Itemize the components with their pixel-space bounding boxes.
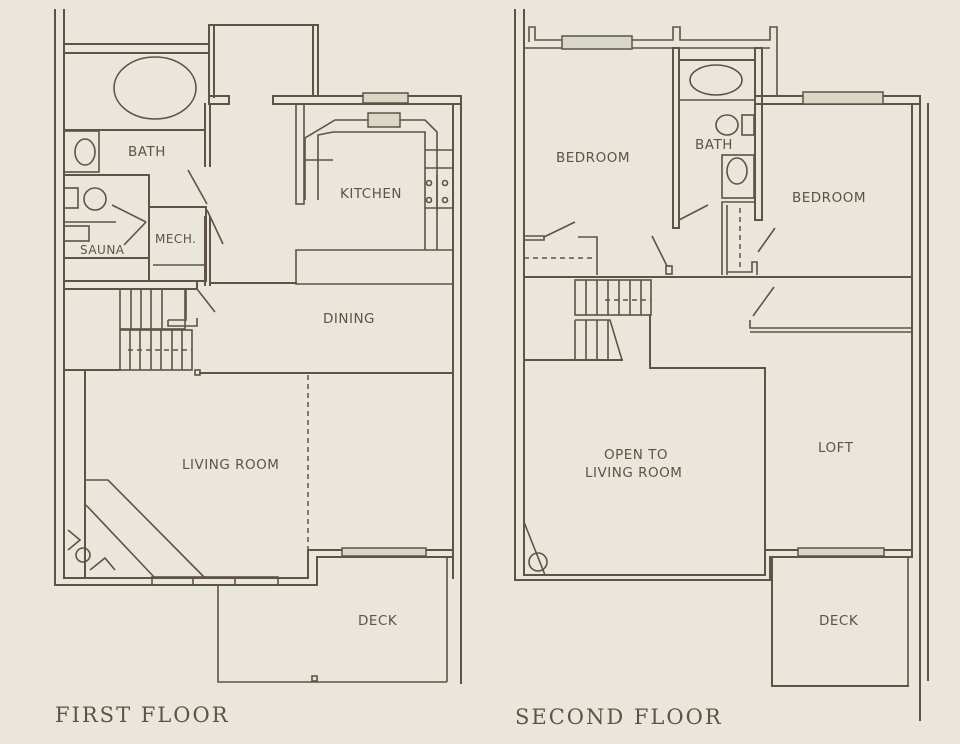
room-label-living-room: LIVING ROOM	[182, 457, 280, 473]
room-label-mech: MECH.	[155, 232, 197, 246]
room-label-open-to-living-2: LIVING ROOM	[585, 465, 683, 481]
room-label-deck-first: DECK	[358, 613, 398, 629]
room-label-loft: LOFT	[818, 440, 854, 456]
first-floor-title: FIRST FLOOR	[55, 703, 230, 727]
room-label-bedroom-right: BEDROOM	[792, 190, 866, 206]
room-label-bath: BATH	[128, 144, 166, 160]
room-label-dining: DINING	[323, 311, 376, 327]
room-label-open-to-living-1: OPEN TO	[604, 447, 669, 463]
second-floor-title: SECOND FLOOR	[515, 705, 723, 729]
room-label-kitchen: KITCHEN	[340, 186, 402, 202]
room-label-sauna: SAUNA	[80, 243, 125, 257]
room-label-bedroom-left: BEDROOM	[556, 150, 630, 166]
room-label-deck-second: DECK	[819, 613, 859, 629]
room-label-bath-second: BATH	[695, 137, 733, 153]
first-floor-plan	[54, 9, 462, 684]
second-floor-plan	[514, 9, 929, 721]
